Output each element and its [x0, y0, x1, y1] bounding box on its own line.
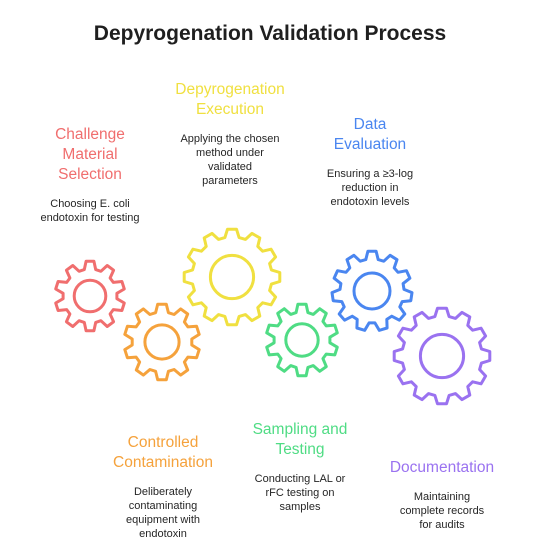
gear-icon — [330, 249, 414, 332]
gear-outline — [54, 259, 126, 333]
step-description: Applying the chosen method under validat… — [155, 132, 305, 188]
gear-outline — [265, 302, 339, 378]
description-line: validated — [207, 161, 253, 173]
heading-line: Execution — [195, 101, 265, 118]
heading-line: Challenge — [55, 126, 125, 143]
gear-outline — [392, 306, 492, 406]
description-line: complete records — [399, 505, 485, 517]
heading-line: Sampling and — [252, 421, 348, 438]
step-description: Maintaining complete records for audits — [362, 490, 522, 532]
description-line: parameters — [202, 175, 258, 187]
step-documentation: Documentation Maintaining complete recor… — [362, 458, 522, 532]
gear-outline — [182, 227, 282, 327]
gear-icon — [54, 259, 126, 333]
gear-hub — [208, 253, 256, 301]
heading-line: Depyrogenation — [175, 81, 285, 98]
description-line: endotoxin — [139, 528, 187, 540]
description-line: Deliberately — [133, 486, 193, 498]
description-line: method under — [196, 147, 264, 159]
step-depyrogenation-execution: Depyrogenation Execution Applying the ch… — [155, 80, 305, 188]
step-description: Deliberately contaminating equipment wit… — [88, 485, 238, 541]
gear-outline — [330, 249, 414, 332]
description-line: rFC testing on — [265, 487, 335, 499]
description-line: Conducting LAL or — [254, 473, 346, 485]
step-heading: Documentation — [362, 458, 522, 478]
heading-line: Testing — [275, 441, 325, 458]
description-line: endotoxin levels — [330, 196, 410, 208]
gear-icon — [265, 302, 339, 378]
step-challenge-material-selection: Challenge Material Selection Choosing E.… — [20, 125, 160, 225]
step-sampling-and-testing: Sampling and Testing Conducting LAL or r… — [225, 420, 375, 514]
step-data-evaluation: Data Evaluation Ensuring a ≥3-log reduct… — [300, 115, 440, 209]
gear-icon — [123, 302, 201, 382]
heading-line: Selection — [58, 166, 122, 183]
step-controlled-contamination: Controlled Contamination Deliberately co… — [88, 433, 238, 541]
gear-hub — [143, 323, 181, 361]
gear-icon — [392, 306, 492, 406]
heading-line: Controlled — [127, 434, 199, 451]
step-heading: Depyrogenation Execution — [155, 80, 305, 120]
gear-hub — [418, 332, 466, 380]
step-heading: Sampling and Testing — [225, 420, 375, 460]
gear-hub — [284, 322, 320, 358]
step-description: Conducting LAL or rFC testing on samples — [225, 472, 375, 514]
description-line: contaminating — [128, 500, 198, 512]
description-line: Ensuring a ≥3-log — [326, 168, 414, 180]
heading-line: Material — [62, 146, 118, 163]
heading-line: Data — [353, 116, 387, 133]
description-line: equipment with — [126, 514, 200, 526]
description-line: Applying the chosen — [180, 133, 280, 145]
gear-hub — [72, 278, 108, 314]
step-heading: Data Evaluation — [300, 115, 440, 155]
gear-outline — [123, 302, 201, 382]
step-heading: Challenge Material Selection — [20, 125, 160, 185]
description-line: Maintaining — [413, 491, 471, 503]
step-description: Choosing E. coli endotoxin for testing — [20, 197, 160, 225]
gear-icon — [182, 227, 282, 327]
heading-line: Documentation — [389, 459, 495, 476]
diagram-title: Depyrogenation Validation Process — [93, 22, 447, 45]
description-line: for audits — [419, 519, 465, 531]
description-line: Choosing E. coli — [50, 198, 130, 210]
description-line: samples — [279, 501, 321, 513]
gear-hub — [352, 271, 392, 311]
step-description: Ensuring a ≥3-log reduction in endotoxin… — [300, 167, 440, 209]
step-heading: Controlled Contamination — [88, 433, 238, 473]
heading-line: Contamination — [113, 454, 213, 471]
heading-line: Evaluation — [333, 136, 407, 153]
description-line: endotoxin for testing — [40, 212, 140, 224]
description-line: reduction in — [341, 182, 399, 194]
